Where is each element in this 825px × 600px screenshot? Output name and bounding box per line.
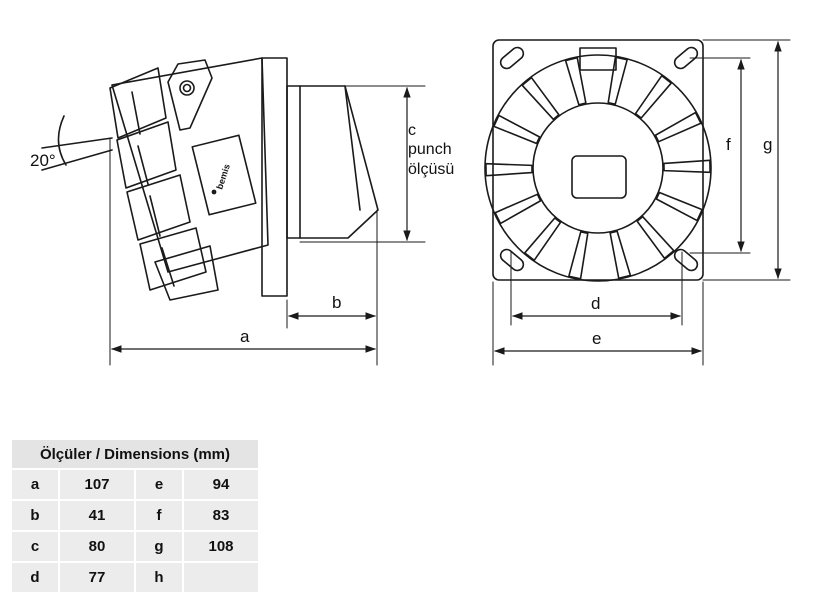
dim-label-c-punch: punch — [408, 141, 452, 158]
side-lid-ribs — [109, 67, 219, 301]
cell-key: c — [12, 532, 58, 561]
table-row: a 107 e 94 — [12, 470, 258, 499]
front-rib — [521, 76, 560, 121]
front-rib — [564, 56, 587, 106]
dim-label-g: g — [763, 135, 772, 154]
cell-key: e — [136, 470, 182, 499]
dim-label-d: d — [591, 294, 600, 313]
table-row: d 77 h — [12, 563, 258, 592]
angle-arc — [57, 115, 67, 166]
front-view: d e f g — [484, 39, 791, 366]
front-rib — [523, 217, 562, 262]
front-rib — [607, 56, 628, 105]
dim-label-b: b — [332, 293, 341, 312]
front-rib — [636, 215, 675, 260]
table-header: Ölçüler / Dimensions (mm) — [12, 440, 258, 468]
dim-label-f: f — [726, 135, 731, 154]
table-row: c 80 g 108 — [12, 532, 258, 561]
front-rib — [609, 230, 632, 280]
cell-value — [184, 563, 258, 592]
cell-value: 83 — [184, 501, 258, 530]
cell-key: f — [136, 501, 182, 530]
front-hinge-tab — [579, 47, 617, 71]
front-center-window — [571, 155, 627, 199]
dim-label-a: a — [240, 327, 250, 346]
cell-value: 94 — [184, 470, 258, 499]
cell-key: a — [12, 470, 58, 499]
hinge-hole — [179, 80, 195, 96]
table-row: b 41 f 83 — [12, 501, 258, 530]
front-rib — [655, 191, 703, 222]
front-rib — [493, 114, 541, 145]
front-flange — [492, 39, 704, 281]
cell-key: b — [12, 501, 58, 530]
brand-plate — [191, 134, 257, 216]
front-rib — [485, 162, 533, 177]
side-flange — [261, 57, 288, 297]
dimensions-table: Ölçüler / Dimensions (mm) a 107 e 94 b 4… — [10, 438, 260, 594]
cell-value: 41 — [60, 501, 134, 530]
front-rib — [568, 231, 589, 280]
cell-value: 108 — [184, 532, 258, 561]
mount-slot-top-right — [673, 46, 699, 70]
cell-key: h — [136, 563, 182, 592]
brand-logo-text: bemis — [214, 163, 232, 191]
front-rib — [494, 193, 542, 225]
mount-slot-bottom-left — [499, 248, 525, 272]
front-ribs — [485, 56, 711, 280]
cell-value: 107 — [60, 470, 134, 499]
cell-key: g — [136, 532, 182, 561]
front-rib — [654, 111, 702, 143]
dim-label-c: c — [408, 122, 416, 139]
mount-slot-top-left — [499, 46, 525, 70]
cell-key: d — [12, 563, 58, 592]
front-rib — [634, 74, 673, 119]
cell-value: 80 — [60, 532, 134, 561]
cell-value: 77 — [60, 563, 134, 592]
side-body — [111, 57, 269, 273]
dim-label-e: e — [592, 329, 601, 348]
side-hinge — [167, 59, 213, 131]
angle-label: 20° — [30, 151, 56, 170]
side-view: bemis 20° b a c punch ölçüsü — [30, 57, 454, 366]
front-inner-ring — [532, 102, 664, 234]
dim-label-c-olcusu: ölçüsü — [408, 161, 454, 178]
mount-slot-bottom-right — [673, 248, 699, 272]
front-rib — [663, 159, 711, 174]
front-outer-ring — [484, 54, 712, 282]
technical-drawing: bemis 20° b a c punch ölçüsü — [30, 39, 791, 366]
